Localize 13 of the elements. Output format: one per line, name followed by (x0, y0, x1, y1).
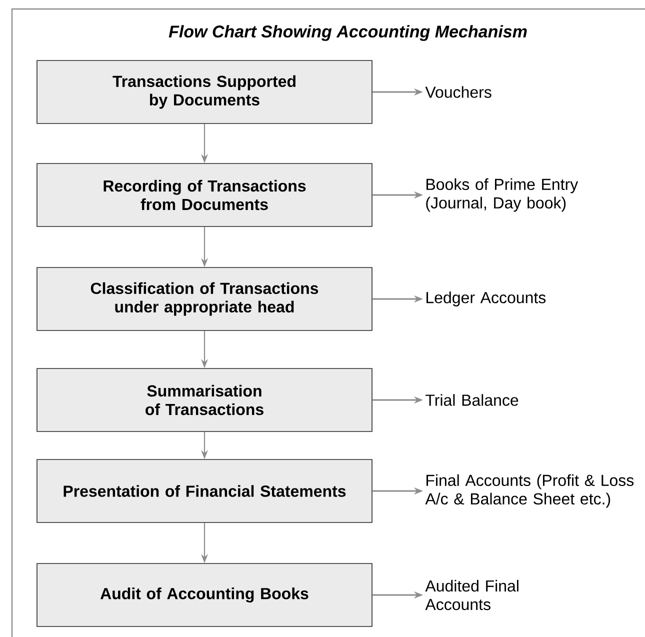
process-box: Summarisation of Transactions (36, 368, 372, 432)
process-box: Transactions Supported by Documents (36, 60, 372, 124)
output-text: Ledger Accounts (426, 292, 546, 306)
process-box: Presentation of Financial Statements (36, 459, 372, 523)
process-box: Recording of Transactions from Documents (36, 163, 372, 227)
title: Flow Chart Showing Accounting Mechanism (168, 25, 527, 41)
process-box: Audit of Accounting Books (36, 563, 372, 627)
output-text: Trial Balance (426, 394, 518, 406)
process-box: Classification of Transactions under appropriate head (36, 267, 372, 331)
output-text: Audited Final Accounts (425, 580, 518, 610)
output-text: Final Accounts (Profit & Loss A/c & Balance Sheet etc.) (425, 474, 634, 508)
output-text: Books of Prime Entry (Journal, Day book) (426, 178, 578, 212)
output-text: Vouchers (425, 86, 492, 98)
